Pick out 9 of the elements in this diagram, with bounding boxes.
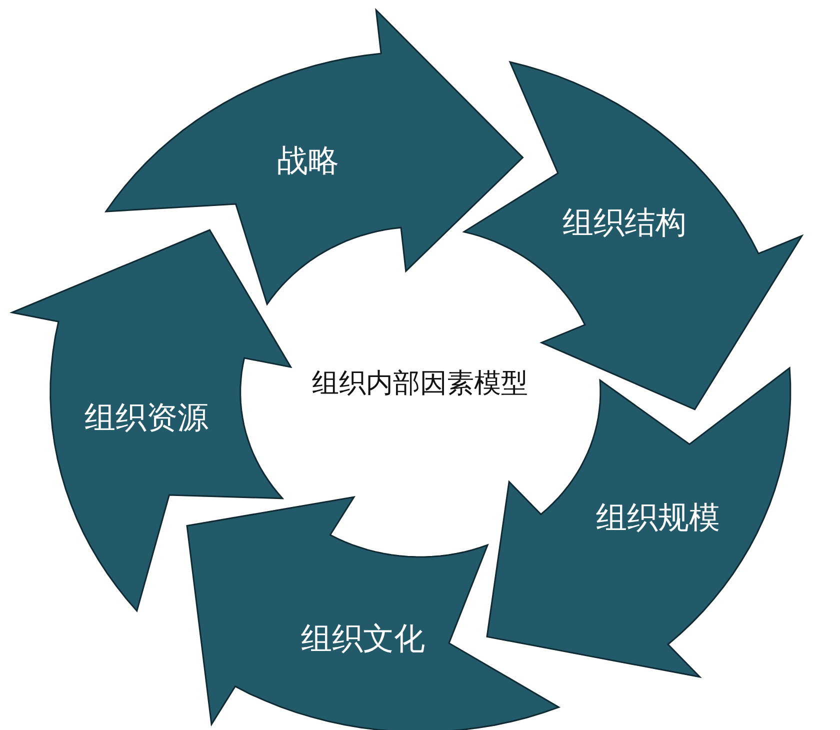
arrow-label: 组织资源 [84,399,208,438]
title: 组织内部因素模型 [312,367,528,401]
arrow-label: 战略 [277,142,340,182]
arrow-label: 组织文化 [300,620,425,659]
cycle-segment [10,228,292,612]
cycle-segment [186,496,560,730]
arrow-label: 组织结构 [562,204,686,244]
arrow-label: 组织规模 [596,499,720,538]
cycle-segment [105,9,524,306]
